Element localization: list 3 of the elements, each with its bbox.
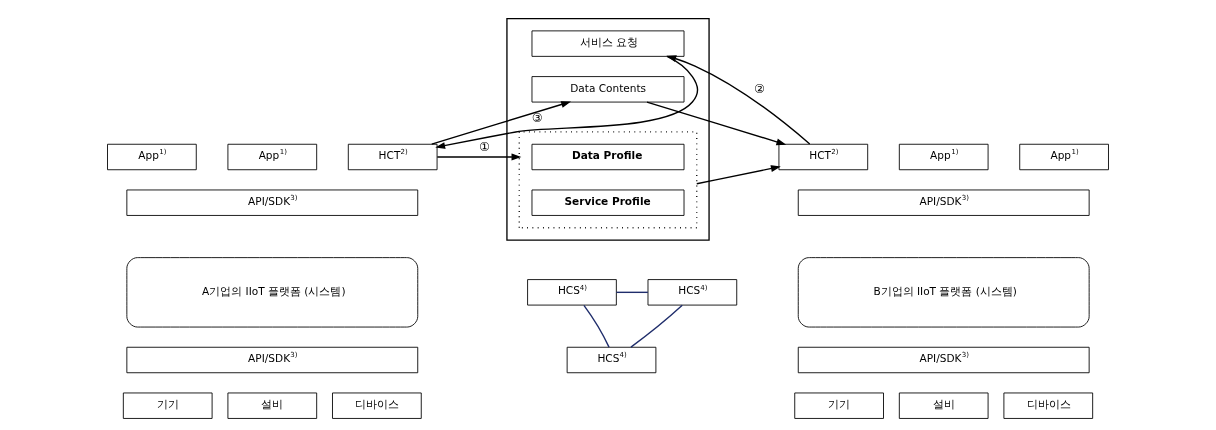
edge-label: ③ (531, 110, 543, 125)
edge-label: ① (479, 140, 491, 155)
edge-label: ② (754, 81, 766, 96)
